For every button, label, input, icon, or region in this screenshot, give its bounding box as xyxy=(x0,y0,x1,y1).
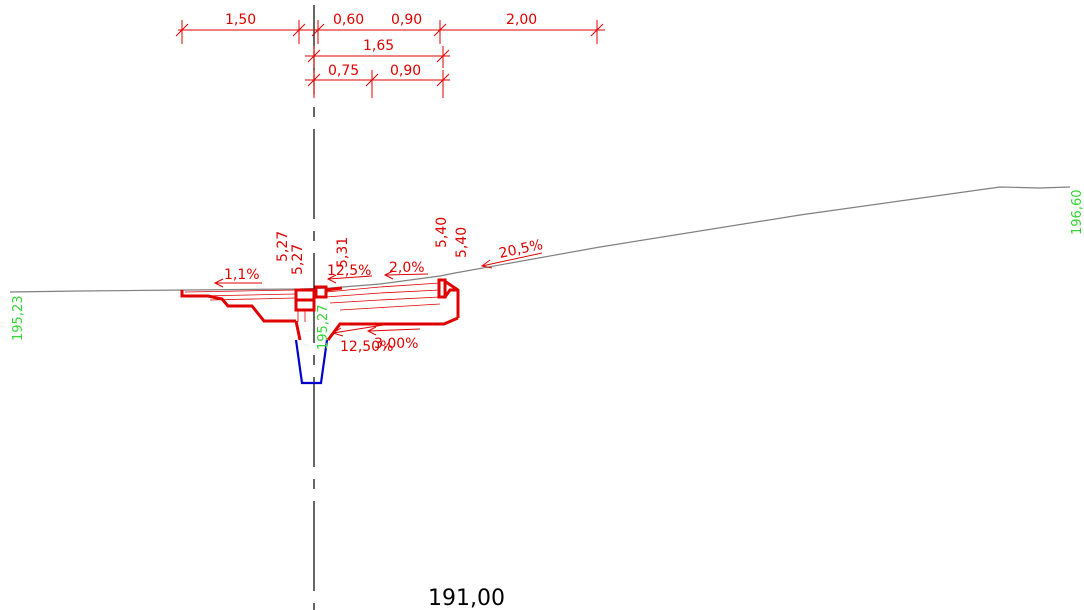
existing-ground-line xyxy=(9,186,1071,293)
elevation-left: 195,23 xyxy=(11,296,26,342)
dimension-lines xyxy=(175,20,605,98)
height-label-540-b: 5,40 xyxy=(454,227,470,258)
height-label-527-b: 5,27 xyxy=(290,244,306,275)
dim-text-top-mid-a: 0,60 xyxy=(333,12,364,28)
dim-text-top-left: 1,50 xyxy=(225,12,256,28)
height-label-540-a: 5,40 xyxy=(434,217,450,248)
slope-label-center-right: 2,0% xyxy=(389,260,425,276)
slope-label-bottom-b: 3,00% xyxy=(374,336,418,352)
slope-label-bottom-a: 12,50% xyxy=(340,339,393,355)
drainage-channel xyxy=(294,339,329,385)
slope-label-left: 1,1% xyxy=(224,267,260,283)
slope-label-center-left: 12,5% xyxy=(327,263,371,279)
slope-arrows xyxy=(213,252,543,337)
dim-text-top-right: 2,00 xyxy=(506,12,537,28)
elevation-right: 196,60 xyxy=(1070,190,1084,236)
height-label-531: 5,31 xyxy=(335,237,351,268)
dim-text-row3-b: 0,90 xyxy=(390,63,421,79)
reference-level-label: 191,00 xyxy=(428,586,505,610)
dim-text-top-mid-b: 0,90 xyxy=(391,12,422,28)
height-label-527-a: 5,27 xyxy=(275,231,291,262)
elevation-center: 195,27 xyxy=(316,305,331,351)
dim-text-row2: 1,65 xyxy=(363,38,394,54)
dim-text-row3-a: 0,75 xyxy=(328,63,359,79)
